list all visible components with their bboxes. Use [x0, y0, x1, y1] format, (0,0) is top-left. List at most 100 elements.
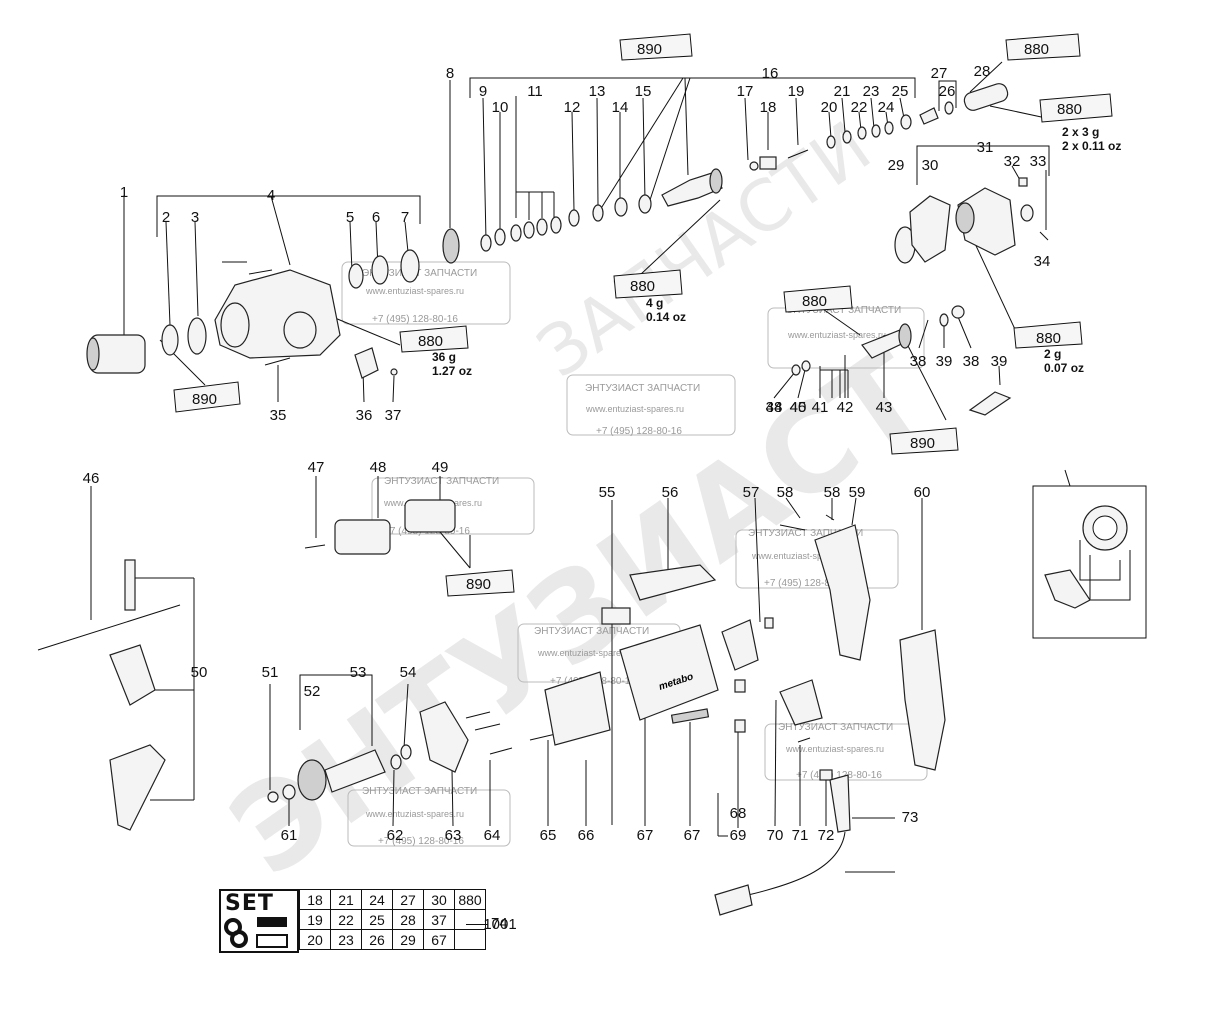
tube-amount: 2 x 3 g	[1062, 125, 1099, 139]
tube-code: 890	[192, 391, 217, 408]
part-number-label: 1	[120, 184, 128, 201]
part-number-label: 22	[851, 99, 868, 116]
ring-14	[614, 197, 628, 217]
brush-67b	[734, 719, 746, 733]
ring-39a	[939, 313, 949, 327]
lubricant-tube-5: 880	[783, 285, 853, 313]
fan-50	[297, 759, 327, 801]
part-number-label: 56	[662, 484, 679, 501]
set-cell	[454, 909, 486, 930]
tube-amount-imperial: 2 x 0.11 oz	[1062, 139, 1121, 153]
wm-company: ЭНТУЗИАСТ ЗАПЧАСТИ	[786, 305, 901, 316]
part-43	[968, 391, 1012, 416]
part-number-label: 19	[788, 83, 805, 100]
part-number-label: 72	[818, 827, 835, 844]
wm-site: www.entuziast-spares.ru	[787, 330, 886, 340]
fan-guide-61	[419, 701, 469, 773]
lubricant-tube-8: 880 2 g 0.07 oz	[1013, 321, 1084, 375]
set-cell	[454, 929, 486, 950]
depth-stop-44	[37, 604, 181, 651]
set-cell: 27	[392, 889, 424, 910]
pin-62	[489, 747, 513, 755]
part-number-label: 8	[446, 65, 454, 82]
part-number-label: 43	[876, 399, 893, 416]
ring-26	[944, 101, 954, 115]
leader-lines	[90, 61, 1047, 873]
clamp-48	[109, 644, 156, 706]
part-number-label: 20	[821, 99, 838, 116]
part-number-label: 47	[308, 459, 325, 476]
set-cell: 29	[392, 929, 424, 950]
part-71	[819, 769, 833, 781]
wm-phone: +7 (495) 128-80-16	[372, 314, 458, 325]
ring-52	[400, 744, 412, 760]
tube-amount: 2 g	[1044, 347, 1061, 361]
tube-amount: 4 g	[646, 296, 663, 310]
screw-icon	[257, 917, 287, 927]
part-number-label: 18	[760, 99, 777, 116]
wm-company: ЭНТУЗИАСТ ЗАПЧАСТИ	[534, 626, 649, 637]
part-number-label: 30	[922, 157, 939, 174]
part-number-label: 55	[599, 484, 616, 501]
part-number-label: 23	[863, 83, 880, 100]
watermark-diag-text: ЗАПЧАСТИ	[523, 106, 886, 394]
watermark-box: ЭНТУЗИАСТ ЗАПЧАСТИ www.entuziast-spares.…	[735, 528, 899, 589]
ring-5	[371, 255, 389, 285]
part-number-label: 25	[892, 83, 909, 100]
tube-amount-imperial: 0.07 oz	[1044, 361, 1084, 375]
ring-24	[884, 121, 894, 135]
wm-site: www.entuziast-spares.ru	[751, 551, 850, 561]
wm-phone: +7 (495) 128-80-16	[378, 836, 464, 847]
wiring-diagram-1001	[1032, 485, 1147, 639]
part-number-label: 64	[484, 827, 501, 844]
set-table: 18 21 24 27 30 880 19 22 25 28 37 20 23 …	[219, 889, 486, 950]
set-cell: 37	[423, 909, 455, 930]
part-number-label: 13	[589, 83, 606, 100]
set-cell: 25	[361, 909, 393, 930]
bolt-48	[124, 559, 136, 611]
set-cell: 22	[330, 909, 362, 930]
set-cell: 67	[423, 929, 455, 950]
part-number-label: 1001	[483, 916, 516, 933]
ring-21	[842, 130, 852, 144]
part-number-label: 68	[730, 805, 747, 822]
screw-61b	[474, 723, 501, 731]
armature-51	[324, 749, 386, 793]
ring-12	[568, 209, 580, 227]
part-number-label: 49	[432, 459, 449, 476]
part-number-label: 38	[910, 353, 927, 370]
set-cell: 30	[423, 889, 455, 910]
ring-15	[638, 194, 652, 214]
watermark-box: ЭНТУЗИАСТ ЗАПЧАСТИ www.entuziast-spares.…	[347, 786, 511, 847]
lubricant-tube-6: 880 36 g 1.27 oz	[399, 325, 472, 378]
wm-phone: +7 (495) 128-80-16	[796, 770, 882, 781]
tube-code: 880	[802, 293, 827, 310]
ring-38a	[791, 364, 801, 376]
set-cell: 21	[330, 889, 362, 910]
part-number-label: 15	[635, 83, 652, 100]
set-cell: 19	[299, 909, 331, 930]
ring-59	[282, 784, 296, 800]
watermark-box: ЭНТУЗИАСТ ЗАПЧАСТИ www.entuziast-spares.…	[566, 374, 736, 437]
housing-31	[955, 187, 1016, 256]
brush-67a	[734, 679, 746, 693]
wm-company: ЭНТУЗИАСТ ЗАПЧАСТИ	[384, 476, 499, 487]
wm-phone: +7 (495) 128-80-16	[596, 426, 682, 437]
part-number-label: 12	[564, 99, 581, 116]
set-logo: SET	[219, 889, 299, 953]
brush-holder-67	[721, 619, 759, 671]
part-number-label: 71	[792, 827, 809, 844]
set-cell: 18	[299, 889, 331, 910]
disc-42	[951, 305, 965, 319]
part-number-label: 54	[400, 664, 417, 681]
part-number-label: 26	[939, 83, 956, 100]
ring-11c	[536, 218, 548, 236]
part-number-label: 35	[270, 407, 287, 424]
bearing-60	[390, 754, 402, 770]
chuck-46	[334, 519, 391, 555]
part-number-label: 66	[578, 827, 595, 844]
bearing-49	[267, 791, 279, 803]
part-number-label: 52	[304, 683, 321, 700]
part-number-label: 53	[350, 664, 367, 681]
